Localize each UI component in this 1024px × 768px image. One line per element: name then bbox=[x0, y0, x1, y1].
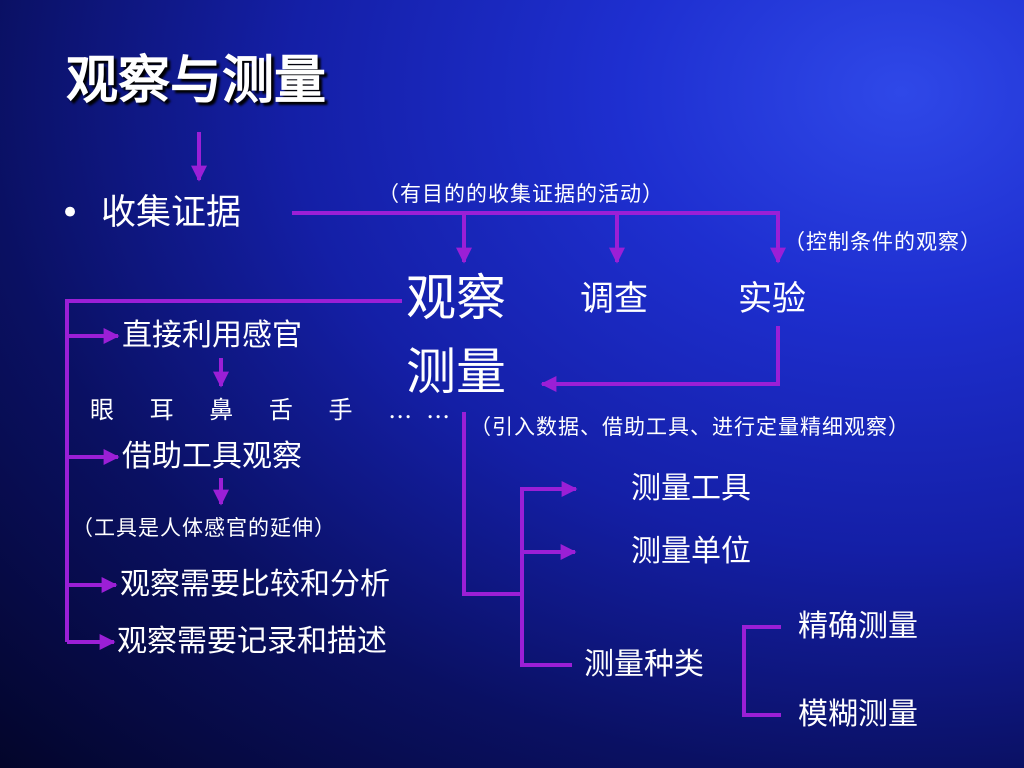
bullet-dot: • bbox=[60, 193, 81, 233]
obs-senses-list: 眼 耳 鼻 舌 手 …… bbox=[90, 396, 465, 424]
observe-bracket bbox=[65, 299, 402, 642]
measure-precise: 精确测量 bbox=[798, 609, 918, 644]
measure-stem bbox=[462, 412, 522, 596]
note-tools-extend: （工具是人体感官的延伸） bbox=[72, 516, 336, 540]
experiment-to-measure bbox=[540, 326, 780, 392]
obs-record-describe: 观察需要记录和描述 bbox=[117, 624, 387, 659]
note-controlled: （控制条件的观察） bbox=[784, 230, 982, 254]
obs-with-tools: 借助工具观察 bbox=[122, 439, 302, 474]
page-title: 观察与测量 bbox=[66, 51, 327, 111]
obs-compare-analyze: 观察需要比较和分析 bbox=[120, 567, 390, 602]
branch-observe: 观察 bbox=[406, 269, 506, 327]
measure-fuzzy: 模糊测量 bbox=[798, 697, 918, 732]
measure-units: 测量单位 bbox=[631, 534, 751, 569]
branch-measure: 测量 bbox=[406, 343, 506, 401]
note-purposeful: （有目的的收集证据的活动） bbox=[378, 182, 664, 206]
branch-survey: 调查 bbox=[580, 279, 648, 319]
branch-experiment: 实验 bbox=[738, 279, 806, 319]
kinds-bracket bbox=[742, 625, 781, 717]
note-measurement: （引入数据、借助工具、进行定量精细观察） bbox=[470, 415, 910, 439]
bullet-collect-evidence: 收集证据 bbox=[101, 193, 242, 233]
measure-tools: 测量工具 bbox=[631, 471, 751, 506]
measure-bracket bbox=[520, 487, 575, 667]
obs-direct-senses: 直接利用感官 bbox=[122, 318, 302, 353]
measure-kinds: 测量种类 bbox=[584, 647, 704, 682]
bullet-branch-line bbox=[292, 211, 786, 264]
